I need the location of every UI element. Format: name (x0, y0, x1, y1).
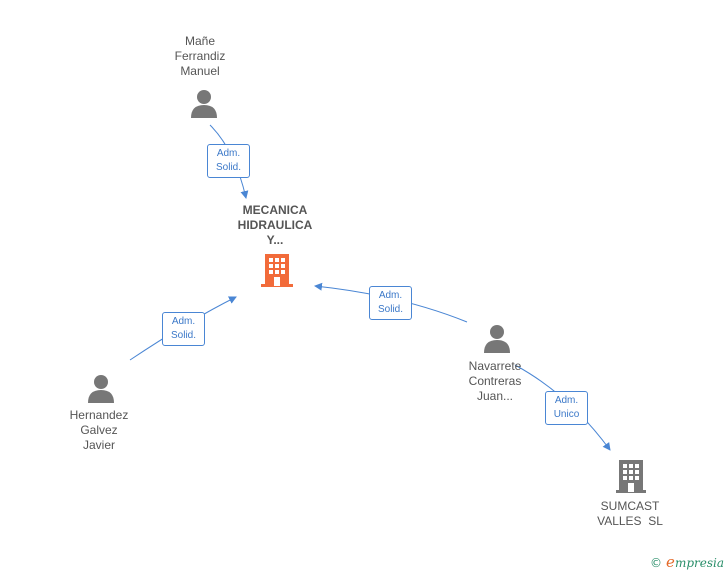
company-name-center[interactable]: MECANICA HIDRAULICA Y... (237, 203, 313, 247)
brand-watermark: ©empresia (650, 553, 724, 571)
person-name-right[interactable]: Navarrete Contreras Juan... (468, 359, 522, 403)
building-icon[interactable] (616, 458, 646, 499)
copyright-icon: © (650, 556, 663, 570)
company-name-bottom[interactable]: SUMCAST VALLES SL (597, 499, 663, 528)
building-icon[interactable] (260, 252, 294, 293)
person-icon[interactable] (86, 373, 116, 408)
edge-label-right: Adm. Solid. (369, 286, 412, 320)
edge-label-top: Adm. Solid. (207, 144, 250, 178)
edge-label-bottom: Adm. Unico (545, 391, 588, 425)
person-name-left[interactable]: Hernandez Galvez Javier (69, 408, 129, 452)
person-icon[interactable] (482, 323, 512, 358)
edge-label-left: Adm. Solid. (162, 312, 205, 346)
person-name-top[interactable]: Mañe Ferrandiz Manuel (174, 34, 226, 78)
person-icon[interactable] (189, 88, 219, 123)
